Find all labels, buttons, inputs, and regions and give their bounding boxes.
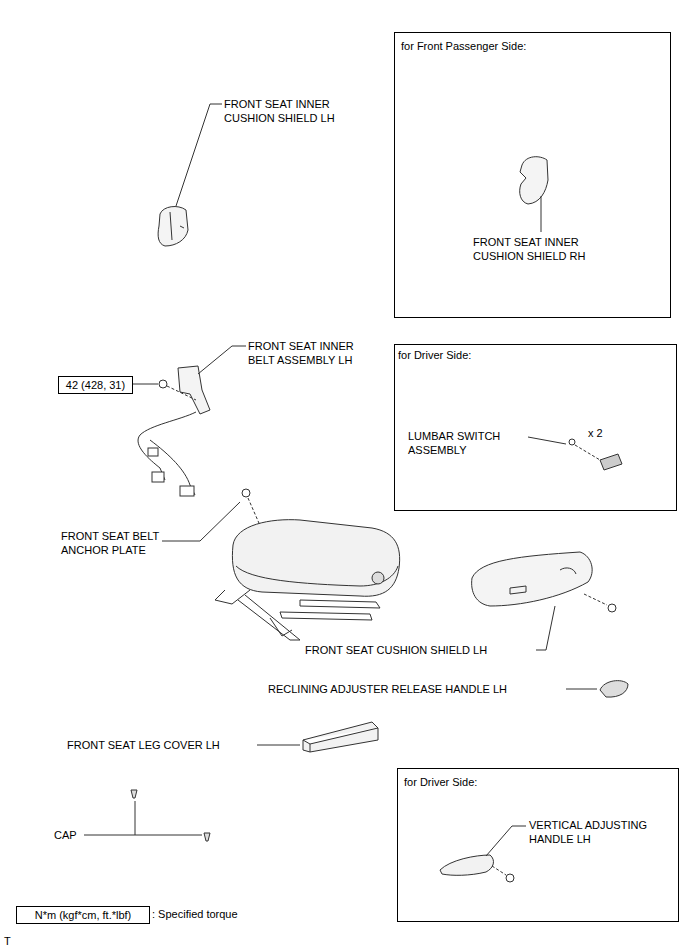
figure-code: T: [4, 934, 11, 948]
leader-line: [135, 801, 136, 835]
seat-belt-buckle: [178, 366, 210, 414]
dashed-axis: [492, 866, 506, 875]
shield-slot: [510, 568, 576, 594]
panel-heading: for Driver Side:: [398, 348, 673, 362]
part-name: FRONT SEAT LEG COVER LH: [67, 738, 220, 752]
quantity-note: x 2: [588, 426, 603, 440]
leader-line: [566, 689, 597, 690]
leader-line: [528, 437, 566, 444]
part-name: LUMBAR SWITCH ASSEMBLY: [408, 429, 508, 457]
box-text: 42 (428, 31): [62, 378, 129, 392]
seat-belt-wire: [138, 412, 196, 495]
leader-line: [198, 346, 232, 374]
screw-symbol: [506, 874, 514, 882]
cap-symbol: [131, 790, 137, 798]
dashed-axis: [575, 445, 600, 460]
seat-cushion-figure: [232, 520, 399, 597]
seat-rail: [215, 590, 380, 640]
part-name: RECLINING ADJUSTER RELEASE HANDLE LH: [268, 682, 507, 696]
connector-plug: [152, 472, 164, 482]
leader-line: [162, 541, 200, 542]
unit-legend-box: N*m (kgf*cm, ft.*lbf): [16, 906, 150, 924]
screw-symbol: [569, 439, 575, 445]
dashed-axis: [167, 386, 196, 400]
leader-line: [210, 104, 222, 105]
leader-line: [200, 502, 240, 541]
cap-symbol: [204, 833, 210, 841]
anchor-plate-washer: [242, 489, 250, 497]
seat-cushion-edge: [236, 566, 398, 586]
reclining-handle-figure: [600, 681, 628, 697]
leader-line: [133, 384, 158, 385]
connector-plug: [148, 448, 158, 456]
leader-line: [257, 745, 300, 746]
variant-panel: for Driver Side:: [394, 344, 677, 511]
cushion-shield-figure: [520, 157, 548, 204]
leader-line: [84, 835, 202, 836]
part-name: FRONT SEAT INNER CUSHION SHIELD LH: [224, 97, 349, 125]
vertical-handle-figure: [440, 855, 493, 875]
torque-box: 42 (428, 31): [58, 376, 133, 394]
leg-cover-figure: [303, 722, 378, 752]
part-name: FRONT SEAT INNER CUSHION SHIELD RH: [473, 235, 598, 263]
leader-line: [546, 606, 555, 650]
variant-panel: for Front Passenger Side:: [394, 32, 671, 318]
dashed-axis: [584, 594, 607, 605]
part-name: VERTICAL ADJUSTING HANDLE LH: [529, 818, 664, 846]
nut-symbol: [159, 380, 167, 388]
part-name: FRONT SEAT BELT ANCHOR PLATE: [61, 529, 171, 557]
cushion-shield-lh-figure: [472, 552, 593, 606]
panel-heading: for Front Passenger Side:: [401, 39, 664, 53]
leader-line: [541, 196, 542, 232]
part-name: FRONT SEAT CUSHION SHIELD LH: [305, 643, 487, 657]
legend-text: : Specified torque: [152, 907, 238, 921]
part-name: CAP: [54, 828, 77, 842]
leader-line: [536, 650, 546, 651]
box-text: N*m (kgf*cm, ft.*lbf): [20, 908, 146, 922]
cushion-shield-figure: [158, 207, 188, 246]
screw-symbol: [608, 604, 616, 612]
leader-line: [486, 826, 512, 856]
panel-heading: for Driver Side:: [404, 775, 672, 789]
lumbar-switch-figure: [600, 454, 622, 470]
leader-line: [176, 104, 210, 206]
connector-plug: [180, 486, 194, 496]
leader-line: [512, 826, 526, 827]
recliner-hub: [372, 572, 384, 584]
part-name: FRONT SEAT INNER BELT ASSEMBLY LH: [248, 339, 368, 367]
leader-line: [232, 346, 246, 347]
